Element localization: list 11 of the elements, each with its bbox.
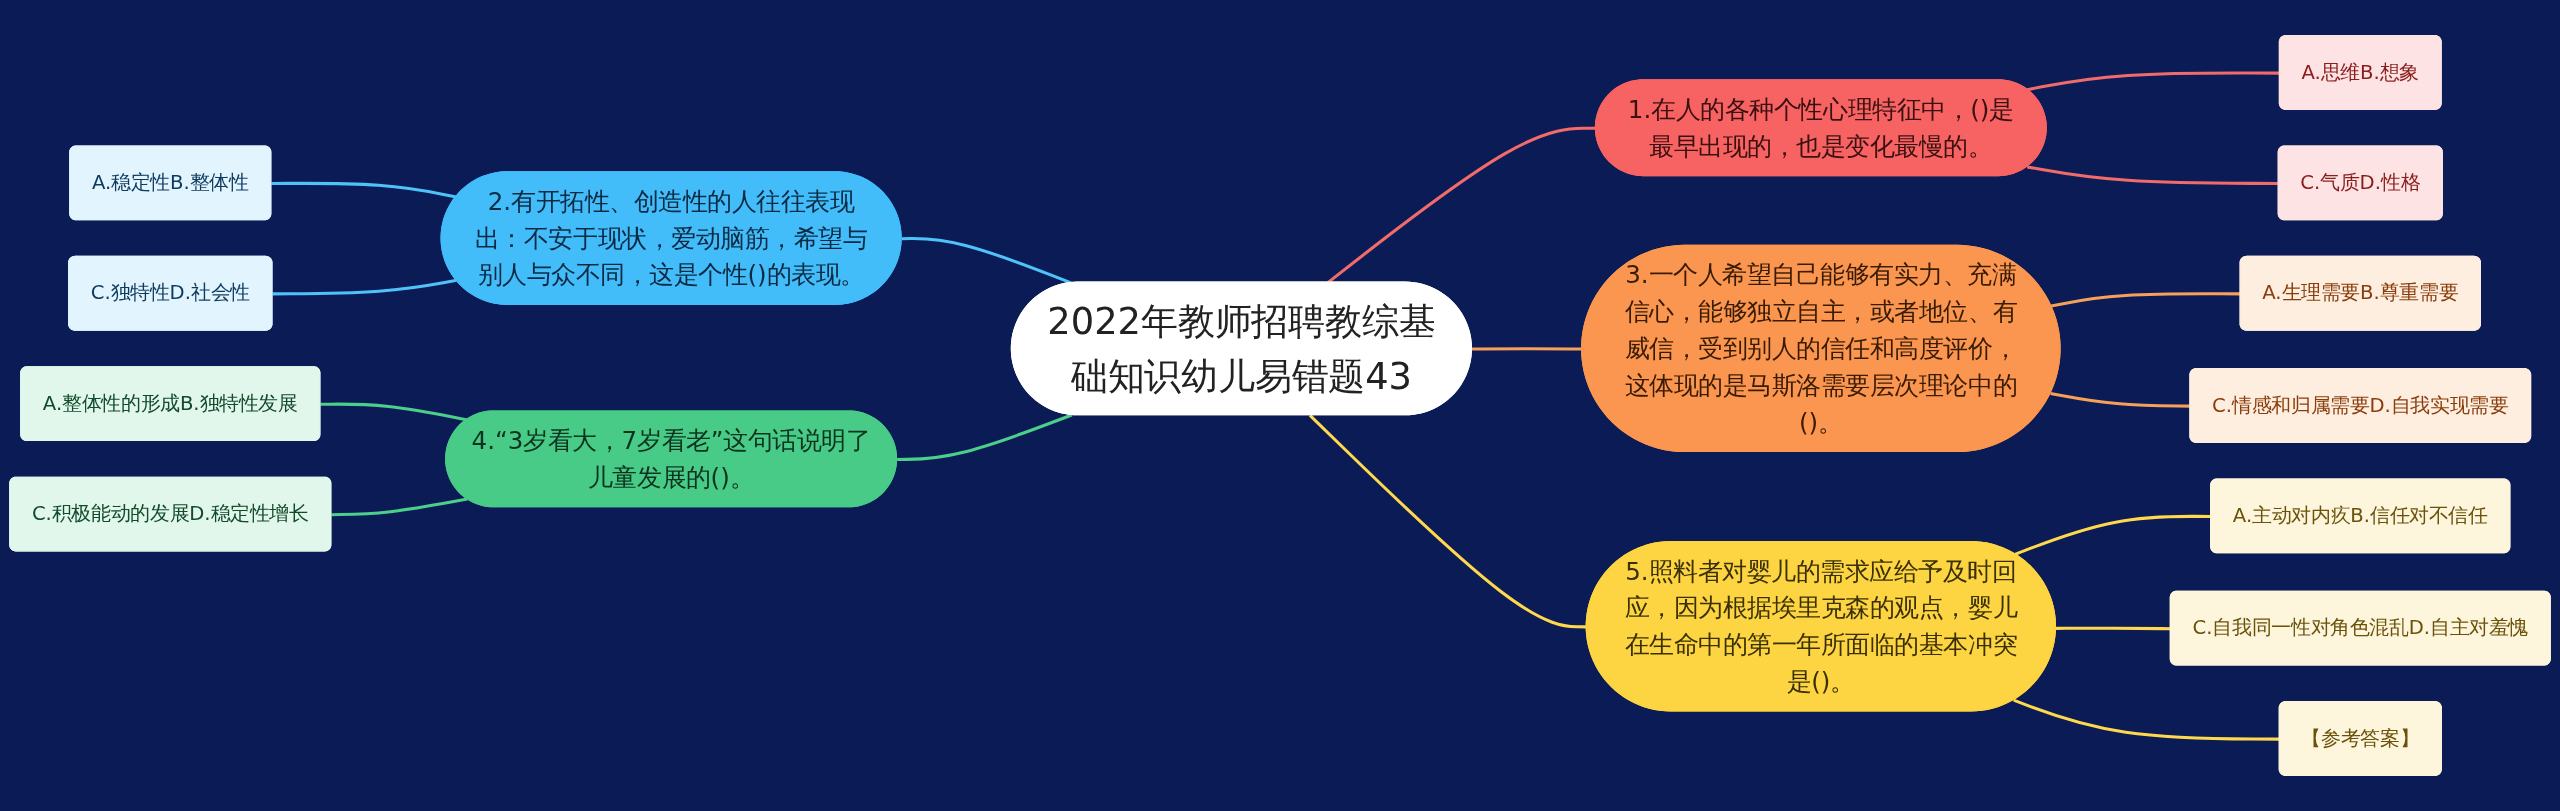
connector (2050, 292, 2241, 308)
connector (2013, 698, 2280, 741)
connector (2026, 165, 2279, 186)
connector (1308, 414, 1587, 629)
connector (271, 181, 457, 199)
connector (331, 497, 468, 517)
connector (272, 278, 457, 296)
connector (897, 413, 1073, 461)
connector (901, 237, 1073, 285)
connector (2056, 626, 2171, 631)
connector (320, 402, 468, 422)
